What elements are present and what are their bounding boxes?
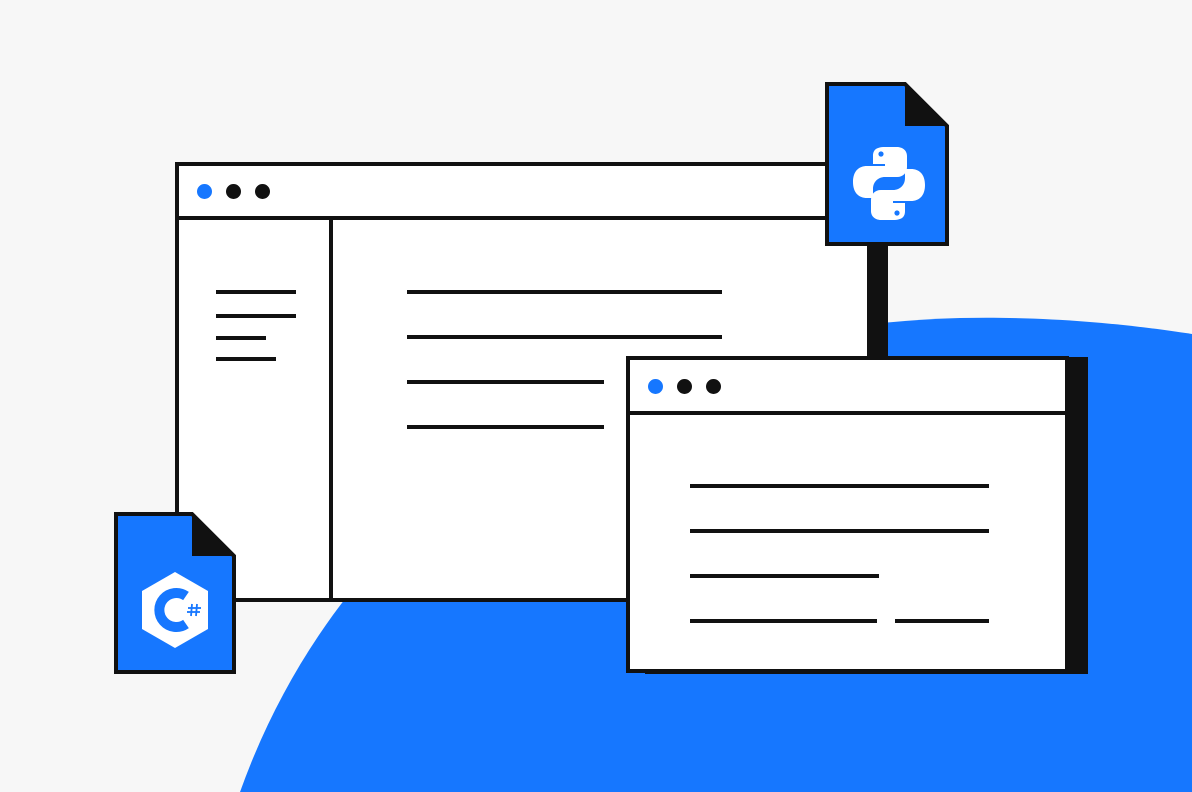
sidebar-line bbox=[216, 357, 276, 361]
window-dot[interactable] bbox=[706, 379, 721, 394]
content-line bbox=[690, 619, 877, 623]
sidebar-line bbox=[216, 314, 296, 318]
front-window bbox=[626, 356, 1069, 673]
window-dot-blue[interactable] bbox=[648, 379, 663, 394]
content-line bbox=[407, 290, 722, 294]
python-logo-icon bbox=[853, 147, 925, 220]
csharp-logo-icon bbox=[142, 572, 208, 648]
content-line bbox=[407, 425, 604, 429]
window-dot[interactable] bbox=[255, 184, 270, 199]
connector-bar bbox=[868, 240, 888, 360]
sidebar-divider bbox=[329, 216, 333, 598]
sidebar-line bbox=[216, 290, 296, 294]
back-window-titlebar bbox=[179, 166, 867, 220]
python-file-icon[interactable] bbox=[823, 80, 951, 248]
content-line bbox=[895, 619, 989, 623]
content-line bbox=[690, 529, 989, 533]
csharp-file-icon[interactable] bbox=[112, 510, 238, 676]
content-line bbox=[407, 380, 604, 384]
window-dot[interactable] bbox=[677, 379, 692, 394]
content-line bbox=[407, 335, 722, 339]
window-dot[interactable] bbox=[226, 184, 241, 199]
content-line bbox=[690, 484, 989, 488]
sidebar-line bbox=[216, 336, 266, 340]
front-window-titlebar bbox=[630, 360, 1065, 415]
window-dot-blue[interactable] bbox=[197, 184, 212, 199]
content-line bbox=[690, 574, 879, 578]
